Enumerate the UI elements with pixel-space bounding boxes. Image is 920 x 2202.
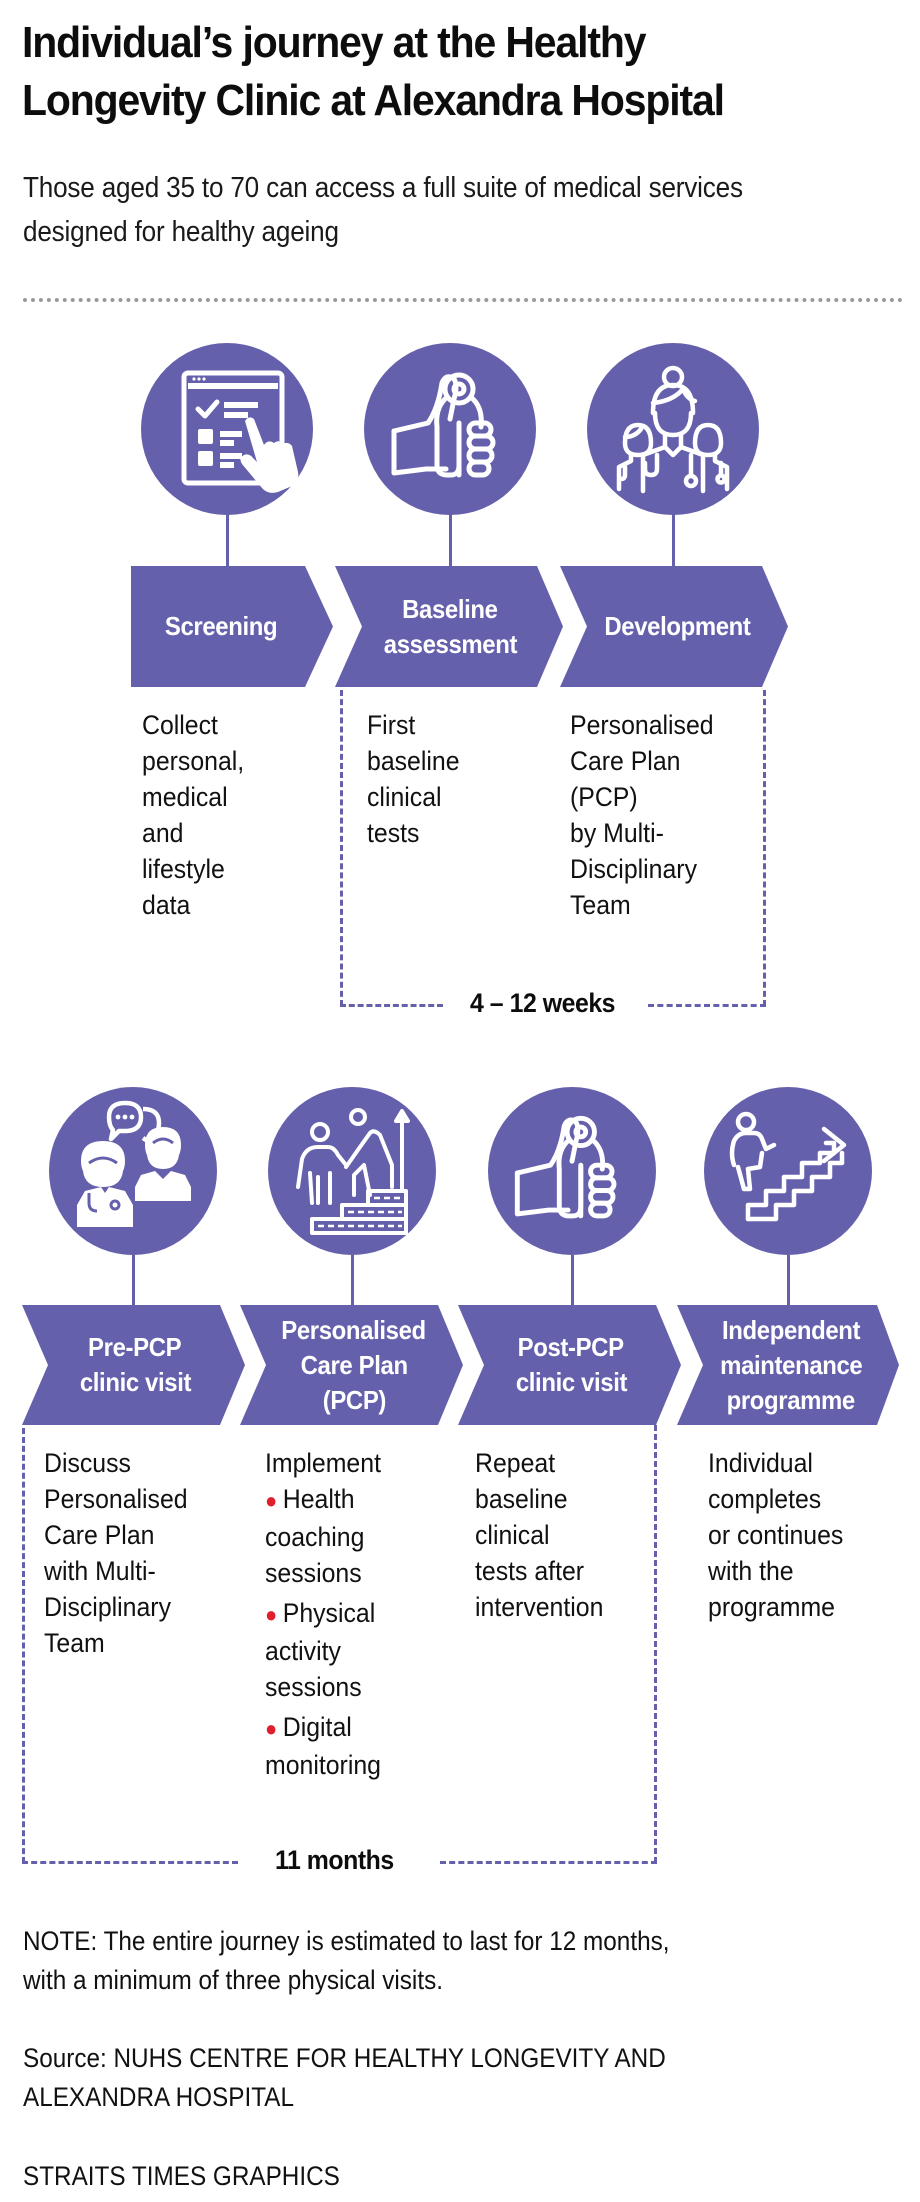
chevron-shape bbox=[335, 566, 563, 687]
bullet-item: ●Physical bbox=[265, 1598, 376, 1628]
step-circle-pre-pcp bbox=[49, 1087, 217, 1255]
connector-stem bbox=[132, 1255, 135, 1306]
step-banner-pcp: Personalised Care Plan (PCP) bbox=[240, 1305, 463, 1425]
red-bullet-icon: ● bbox=[265, 1716, 278, 1741]
red-bullet-icon: ● bbox=[265, 1602, 278, 1627]
step-label: Screening bbox=[164, 611, 278, 641]
bullet-item: ●Digital bbox=[265, 1712, 352, 1742]
duration-label-phase1: 4 – 12 weeks bbox=[470, 988, 616, 1018]
step-label: Development bbox=[603, 611, 751, 641]
checklist-tablet-icon bbox=[181, 370, 299, 493]
dotted-divider bbox=[23, 298, 903, 302]
chevron-shape bbox=[22, 1305, 245, 1425]
duration-bracket-bottom-right bbox=[648, 1004, 766, 1007]
duration-bracket-bottom-left bbox=[340, 1004, 443, 1007]
step-circle-screening bbox=[141, 343, 313, 515]
step-banner-pre-pcp: Pre-PCP clinic visit bbox=[22, 1305, 245, 1425]
chevron-shape bbox=[458, 1305, 681, 1425]
duration-bracket-bottom-right bbox=[440, 1861, 657, 1864]
step-banner-development: Development bbox=[560, 566, 788, 687]
red-bullet-icon: ● bbox=[265, 1488, 278, 1513]
step-description-post-pcp: Repeat baseline clinical tests after int… bbox=[475, 1448, 604, 1622]
medical-team-icon bbox=[616, 365, 730, 494]
connector-stem bbox=[571, 1255, 574, 1306]
connector-stem bbox=[787, 1255, 790, 1306]
step-banner-screening: Screening bbox=[131, 566, 333, 687]
subtitle-line-1: Those aged 35 to 70 can access a full su… bbox=[23, 172, 743, 204]
chevron-shape bbox=[131, 566, 333, 687]
duration-label-phase2: 11 months bbox=[275, 1845, 394, 1875]
doctor-consultation-icon bbox=[77, 1100, 191, 1227]
step-description-development: Personalised Care Plan (PCP) by Multi- D… bbox=[570, 710, 714, 920]
step-description-pcp: Implement ●Health coaching sessions ●Phy… bbox=[265, 1445, 440, 1783]
connector-stem bbox=[672, 514, 675, 567]
climbing-stairs-icon bbox=[729, 1111, 847, 1222]
subtitle: Those aged 35 to 70 can access a full su… bbox=[23, 166, 815, 254]
connector-stem bbox=[226, 514, 229, 567]
source-credit: Source: NUHS CENTRE FOR HEALTHY LONGEVIT… bbox=[23, 2043, 666, 2112]
step-label: Baseline assessment bbox=[383, 593, 517, 659]
chevron-shape bbox=[677, 1305, 899, 1425]
duration-bracket-left bbox=[340, 690, 343, 1006]
step-label: Personalised Care Plan (PCP) bbox=[281, 1314, 427, 1415]
helping-hand-stairs-icon bbox=[296, 1108, 410, 1235]
step-circle-independent-maintenance bbox=[704, 1087, 872, 1255]
title-line-2: Longevity Clinic at Alexandra Hospital bbox=[22, 76, 725, 125]
duration-bracket-right bbox=[763, 690, 766, 1006]
step-circle-pcp bbox=[268, 1087, 436, 1255]
step-description-baseline-assessment: First baseline clinical tests bbox=[367, 710, 460, 848]
step-label: Independent maintenance programme bbox=[719, 1314, 863, 1415]
chevron-shape bbox=[560, 566, 788, 687]
grip-strength-hand-icon bbox=[514, 1115, 617, 1219]
step-label: Post-PCP clinic visit bbox=[515, 1332, 627, 1397]
step-description-screening: Collect personal, medical and lifestyle … bbox=[142, 710, 245, 920]
connector-stem bbox=[449, 514, 452, 567]
grip-strength-hand-icon bbox=[391, 372, 496, 478]
step-circle-development bbox=[587, 343, 759, 515]
step-banner-baseline-assessment: Baseline assessment bbox=[335, 566, 563, 687]
duration-bracket-bottom-left bbox=[22, 1861, 238, 1864]
duration-bracket-right bbox=[654, 1425, 657, 1863]
subtitle-line-2: designed for healthy ageing bbox=[23, 216, 339, 248]
duration-bracket-left bbox=[22, 1428, 25, 1863]
step-circle-post-pcp bbox=[488, 1087, 656, 1255]
step-label: Pre-PCP clinic visit bbox=[79, 1332, 191, 1397]
bullet-item: ●Health bbox=[265, 1484, 355, 1514]
graphics-credit: STRAITS TIMES GRAPHICS bbox=[23, 2161, 340, 2191]
footnote: NOTE: The entire journey is estimated to… bbox=[23, 1926, 670, 1995]
connector-stem bbox=[351, 1255, 354, 1306]
step-banner-independent-maintenance: Independent maintenance programme bbox=[677, 1305, 899, 1425]
step-description-pre-pcp: Discuss Personalised Care Plan with Mult… bbox=[44, 1448, 188, 1658]
step-banner-post-pcp: Post-PCP clinic visit bbox=[458, 1305, 681, 1425]
step-description-independent-maintenance: Individual completes or continues with t… bbox=[708, 1448, 844, 1622]
step-circle-baseline-assessment bbox=[364, 343, 536, 515]
title-line-1: Individual’s journey at the Healthy bbox=[22, 18, 646, 67]
page-title: Individual’s journey at the Healthy Long… bbox=[22, 14, 840, 130]
chevron-shape bbox=[240, 1305, 463, 1425]
